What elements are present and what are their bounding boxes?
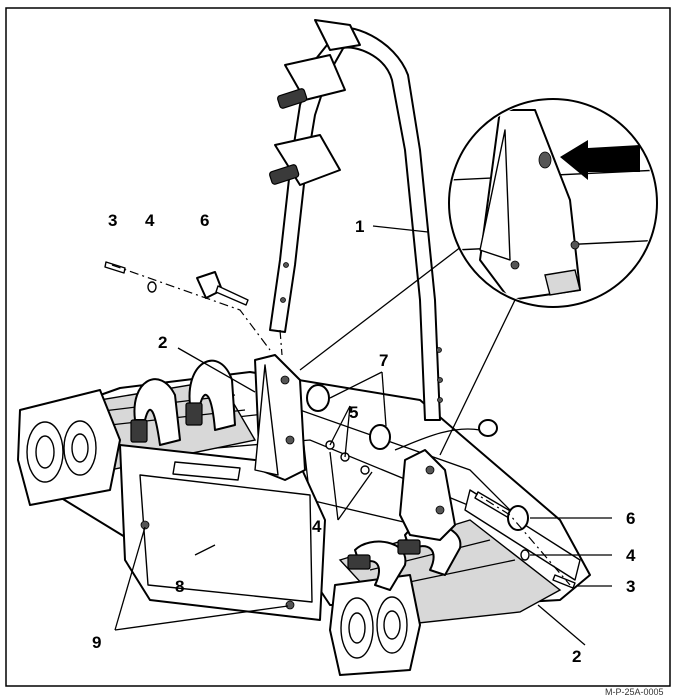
callout-1: 1 (355, 217, 364, 236)
diagram-border (5, 7, 671, 687)
bolt-left (104, 261, 126, 274)
callout-2-upper: 2 (158, 333, 167, 352)
hinge-bracket-right (399, 449, 456, 541)
wheel-straps-left (130, 359, 236, 446)
callout-8: 8 (175, 577, 184, 596)
washer-left (147, 281, 157, 293)
knob-seven-lower (369, 424, 391, 450)
hinge-bracket-left (254, 354, 306, 481)
knob-seven (306, 384, 330, 412)
callout-7: 7 (379, 351, 388, 370)
callout-3-left: 3 (108, 211, 117, 230)
callout-4-right: 4 (626, 546, 636, 565)
wiring-connector (394, 419, 498, 451)
bike-holder-clamps (269, 19, 361, 186)
callout-6-left: 6 (200, 211, 209, 230)
callout-6-right: 6 (626, 509, 635, 528)
callout-4-middle: 4 (312, 517, 322, 536)
callout-3-right: 3 (626, 577, 635, 596)
callout-2-lower: 2 (572, 647, 581, 666)
callout-5: 5 (349, 403, 358, 422)
tail-light-right (329, 574, 421, 676)
figure-reference-code: M-P-25A-0005 (605, 687, 664, 697)
arrow-left-icon (560, 140, 640, 180)
knob-left (196, 271, 249, 306)
callout-9: 9 (92, 633, 101, 652)
license-plate-holder (119, 444, 326, 621)
callout-4-left: 4 (145, 211, 155, 230)
washer-right (520, 549, 530, 561)
tail-light-left (17, 389, 121, 506)
nuts-five (325, 440, 370, 475)
